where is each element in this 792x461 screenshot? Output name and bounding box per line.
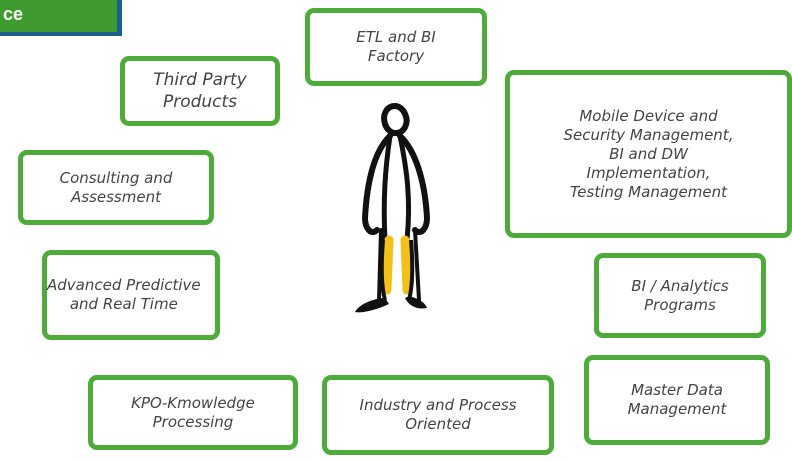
box-bi-analytics-programs: BI / Analytics Programs — [594, 253, 766, 338]
box-third-party-text: Third Party Products — [153, 70, 247, 112]
person-on-crutches-icon — [345, 100, 445, 324]
box-etl-bi-factory: ETL and BI Factory — [305, 8, 487, 86]
box-mobile-text: Mobile Device and Security Management, B… — [563, 106, 734, 201]
box-consulting-text: Consulting and Assessment — [59, 168, 173, 206]
box-mobile-device: Mobile Device and Security Management, B… — [505, 70, 792, 238]
box-predictive-text: Advanced Predictive and Real Time — [47, 276, 201, 313]
box-consulting-assessment: Consulting and Assessment — [18, 150, 214, 225]
box-analytics-text: BI / Analytics Programs — [631, 276, 729, 314]
box-industry-process: Industry and Process Oriented — [322, 375, 554, 455]
box-mdm-text: Master Data Management — [627, 381, 727, 418]
box-industry-text: Industry and Process Oriented — [359, 396, 517, 433]
corner-tab-label: ce — [3, 4, 24, 24]
box-kpo-processing: KPO-Kmowledge Processing — [88, 375, 298, 450]
box-advanced-predictive: Advanced Predictive and Real Time — [42, 250, 220, 340]
box-etl-text: ETL and BI Factory — [356, 28, 436, 65]
box-kpo-text: KPO-Kmowledge Processing — [131, 393, 255, 431]
corner-tab: ce — [0, 0, 122, 36]
box-third-party-products: Third Party Products — [120, 56, 280, 126]
box-master-data-management: Master Data Management — [584, 355, 770, 445]
